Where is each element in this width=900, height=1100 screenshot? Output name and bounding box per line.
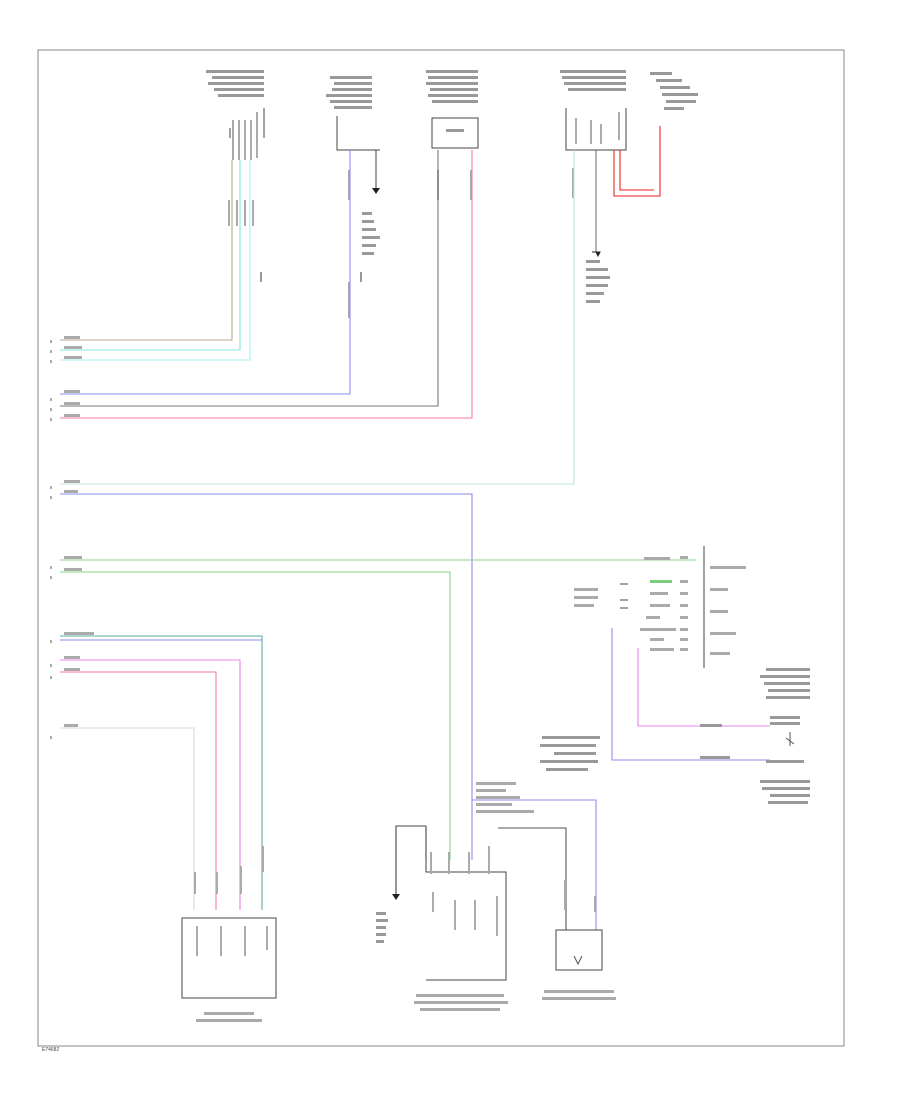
- component-label-3: [426, 70, 478, 103]
- wire-green-2: [60, 571, 451, 860]
- wire-blue-long: [60, 493, 473, 860]
- top-component-labels: [206, 70, 698, 110]
- component-label-4: [560, 70, 626, 91]
- wire-blue-driver: [60, 150, 351, 395]
- wire-red-2: [619, 150, 654, 191]
- left-row-labels: [50, 336, 94, 739]
- component-bottom-left: [181, 846, 277, 1022]
- diagram-frame: [37, 49, 845, 1047]
- wire-cyan-steering: [60, 150, 575, 485]
- connector-left-rear: [229, 108, 265, 138]
- wire-red-1: [613, 126, 661, 197]
- component-label-1: [206, 70, 264, 97]
- wire-blue-lower: [472, 799, 597, 930]
- connector-driver-door: [336, 116, 380, 151]
- wire-black-ground: [395, 825, 426, 894]
- doc-id: E74682: [42, 1047, 59, 1053]
- component-label-5: [650, 72, 698, 110]
- wire-magenta-bottom: [60, 659, 241, 910]
- component-bottom-center: [414, 782, 534, 1011]
- module-right: [540, 546, 810, 804]
- wire-magenta-right: [637, 648, 770, 727]
- ground-icon: [372, 150, 380, 194]
- wire-tan-1: [60, 160, 233, 341]
- wire-teal-bottom: [60, 635, 263, 910]
- pin-labels-top: [228, 112, 620, 318]
- wire-cyan-2: [60, 160, 241, 351]
- wire-cyan-3: [60, 160, 251, 361]
- wire-pink-passenger: [60, 150, 473, 419]
- wires: [60, 126, 770, 930]
- connector-passenger-door: [431, 117, 479, 149]
- component-label-2: [326, 76, 372, 109]
- switch-icon: [785, 732, 795, 746]
- wire-silver-bottom: [60, 727, 195, 910]
- note-labels: [260, 212, 610, 943]
- wire-pink-bottom: [60, 671, 217, 910]
- wire-gray-passenger: [60, 150, 439, 407]
- component-bottom-right: [542, 880, 616, 1000]
- arrow-down-icon: [592, 251, 601, 258]
- wire-blue-right: [611, 628, 770, 761]
- ground-icon-lower: [392, 894, 400, 900]
